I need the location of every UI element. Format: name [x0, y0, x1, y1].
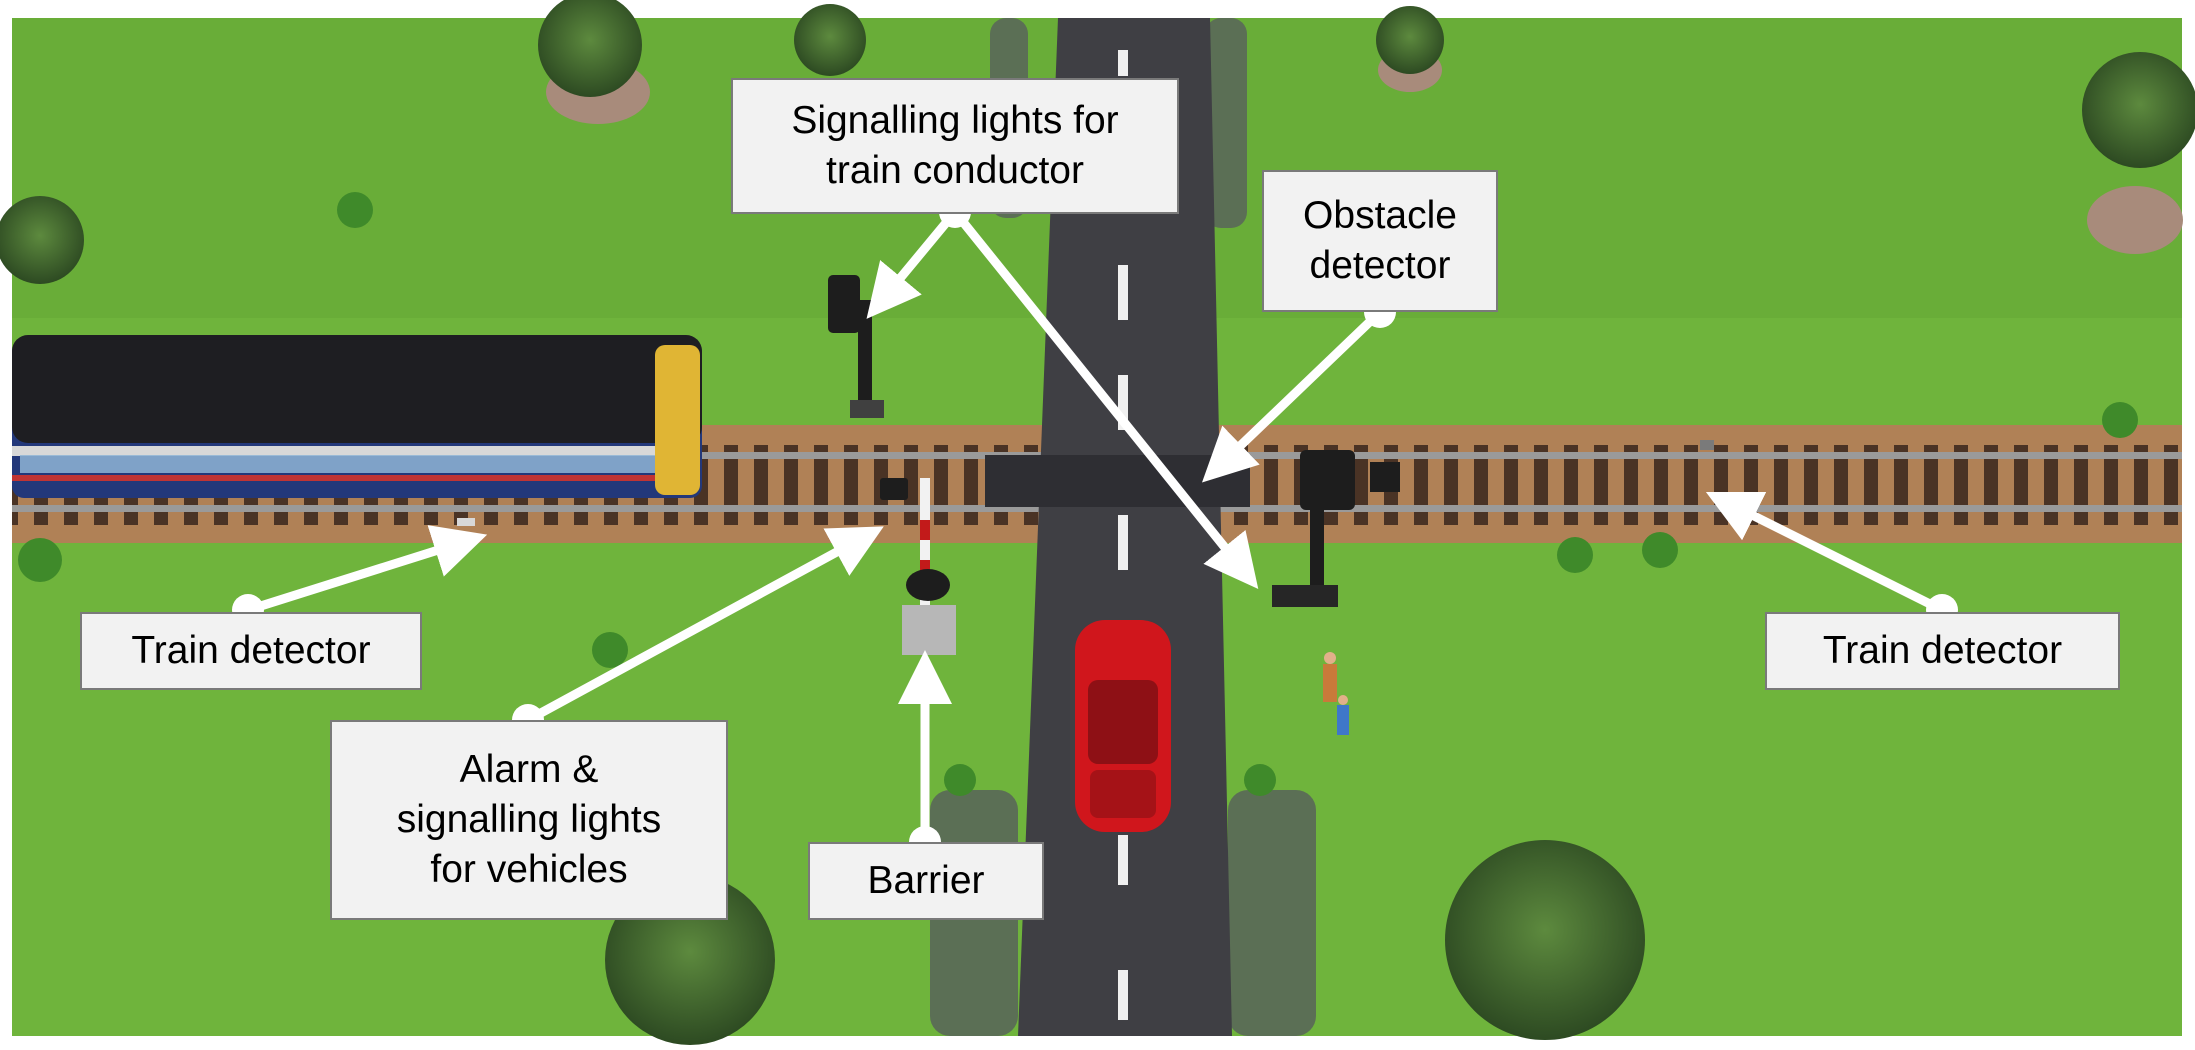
arrow-alarm [523, 526, 884, 725]
grass-tufts [18, 192, 2138, 796]
train-detector-device-right [1700, 440, 1714, 450]
label-alarm-signalling-vehicles: Alarm & signalling lights for vehicles [330, 720, 728, 920]
train-cab [655, 345, 700, 495]
label-train-detector-left: Train detector [80, 612, 422, 690]
label-train-detector-right: Train detector [1765, 612, 2120, 690]
label-line: Signalling lights for [791, 99, 1119, 142]
label-line: for vehicles [430, 848, 628, 891]
barrier-post [902, 478, 956, 655]
label-line: Obstacle [1303, 194, 1457, 237]
train [12, 335, 702, 498]
label-line: Barrier [867, 859, 985, 902]
arrow-signal-right [950, 207, 1259, 590]
road-markings [1118, 50, 1128, 1020]
tree [794, 4, 866, 76]
red-car [1075, 620, 1171, 832]
label-line: train conductor [826, 149, 1084, 192]
label-barrier: Barrier [808, 842, 1044, 920]
tree [1445, 840, 1645, 1040]
arrow-obstacle [1201, 307, 1385, 483]
signal-train-left [828, 275, 884, 418]
pedestrians [1323, 652, 1349, 735]
tree-shadow [2087, 186, 2183, 254]
vehicle-signal [880, 478, 908, 500]
label-obstacle-detector: Obstacle detector [1262, 170, 1498, 312]
label-line: Train detector [131, 629, 371, 672]
hedge-bottom-right [1228, 790, 1316, 1036]
train-stripe-red [12, 475, 692, 481]
crossing-deck [985, 455, 1250, 507]
train-stripe [12, 446, 692, 456]
arrow-signal-left [866, 207, 960, 319]
label-line: Alarm & [459, 748, 599, 791]
tree [538, 0, 642, 97]
arrow-train-left [243, 525, 488, 615]
train-roof [12, 335, 702, 443]
label-line: Train detector [1822, 629, 2063, 672]
tree [2082, 52, 2195, 168]
label-line: detector [1309, 244, 1451, 287]
tree [1376, 6, 1444, 74]
signal-train-right [1272, 450, 1355, 607]
train-windows [20, 455, 670, 473]
tree [0, 196, 84, 284]
hedge-top-right [1205, 18, 1247, 228]
arrow-train-right [1705, 491, 1947, 615]
label-line: signalling lights [396, 798, 662, 841]
label-signalling-lights-train-conductor: Signalling lights for train conductor [731, 78, 1179, 214]
annotation-arrows [243, 207, 1947, 847]
train-detector-device-left [457, 518, 475, 526]
obstacle-detector-device [1370, 462, 1400, 492]
